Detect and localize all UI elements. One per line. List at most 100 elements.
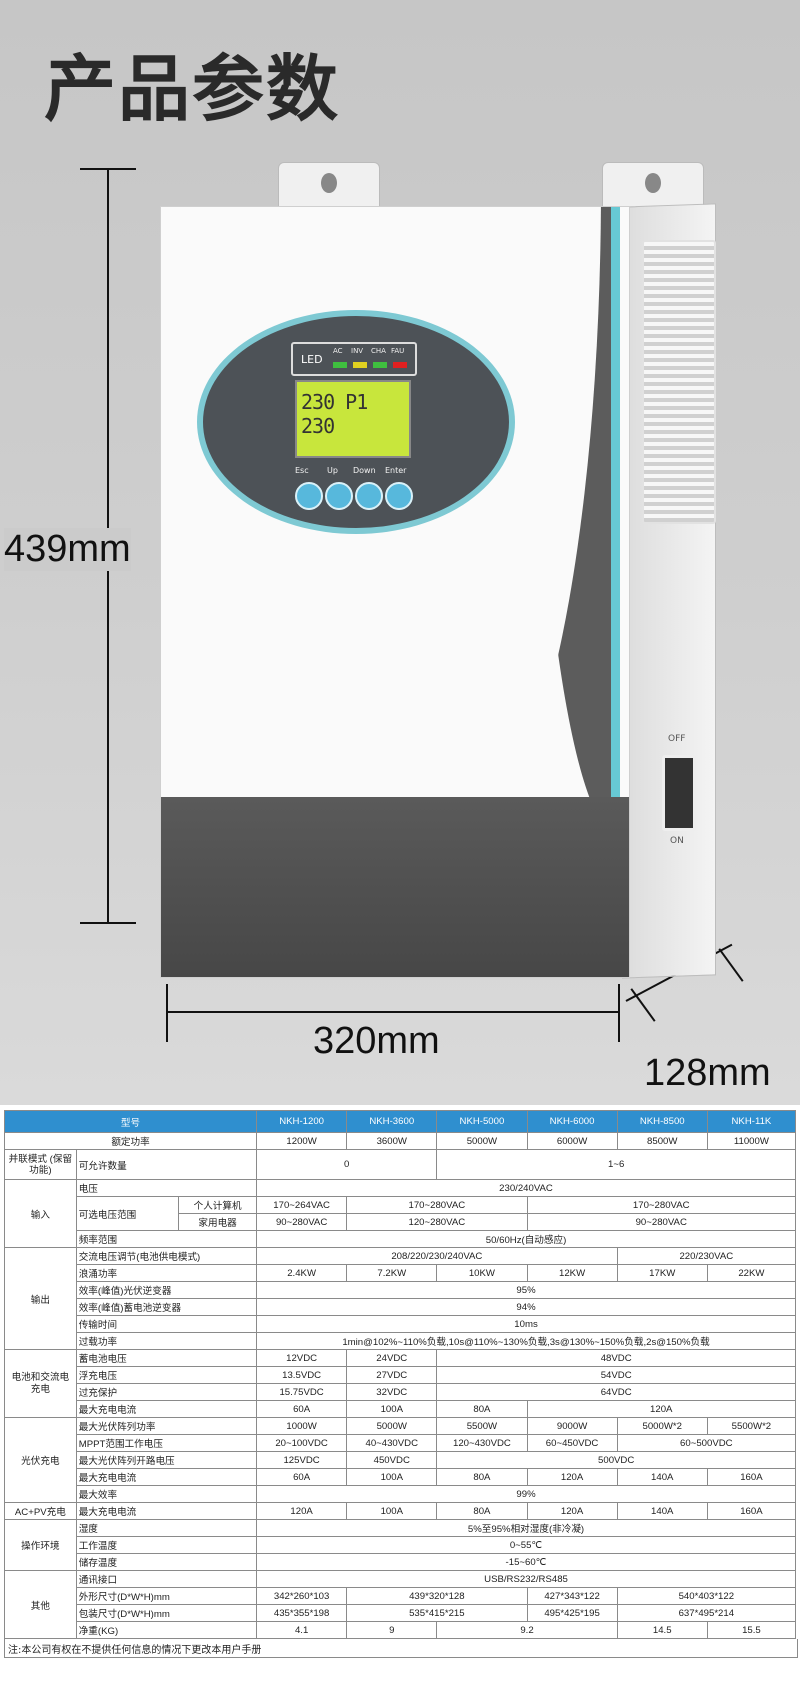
cell: 14.5 (616, 1621, 708, 1639)
cell: 50/60Hz(自动感应) (256, 1230, 796, 1248)
enter-button[interactable] (385, 482, 413, 510)
cell: 140A (616, 1468, 708, 1486)
cell: 439*320*128 (346, 1587, 528, 1605)
down-button[interactable] (355, 482, 383, 510)
cell: 120A (256, 1502, 348, 1520)
row-label: 电压 (75, 1179, 258, 1197)
row-label: 过充保护 (75, 1383, 258, 1401)
enter-label: Enter (385, 466, 407, 475)
cell: 90~280VAC (526, 1213, 796, 1231)
row-label: 工作温度 (75, 1536, 258, 1554)
cell: 540*403*122 (616, 1587, 797, 1605)
table-row: 包装尺寸(D*W*H)mm 435*355*198 535*415*215 49… (5, 1604, 797, 1622)
row-label: 最大充电电流 (75, 1400, 258, 1418)
header-col: NKH-8500 (616, 1110, 708, 1133)
width-label: 320mm (313, 1020, 440, 1062)
group-label: AC+PV充电 (4, 1502, 77, 1520)
cell: 15.75VDC (256, 1383, 348, 1401)
table-row: 其他 通讯接口 USB/RS232/RS485 (4, 1570, 796, 1639)
cell: 100A (346, 1502, 438, 1520)
cell: 1200W (256, 1132, 348, 1150)
row-label: 过载功率 (75, 1332, 258, 1350)
row-label: 湿度 (75, 1519, 258, 1537)
row-label: 交流电压调节(电池供电模式) (75, 1247, 258, 1265)
row-label: 浪涌功率 (75, 1264, 258, 1282)
table-row: AC+PV充电 最大充电电流 120A 100A 80A 120A 140A 1… (4, 1502, 797, 1520)
cell: 5000W (346, 1417, 438, 1435)
cell: 5500W*2 (706, 1417, 797, 1435)
table-row: 效率(峰值)光伏逆变器 95% (5, 1281, 796, 1299)
width-dimension-line (166, 1011, 620, 1013)
control-panel: LED AC INV CHA FAU 230 P1 230 Esc Up Dow… (197, 310, 515, 534)
sub-label: 家用电器 (178, 1213, 258, 1231)
up-button[interactable] (325, 482, 353, 510)
row-label: 最大充电电流 (75, 1468, 258, 1486)
table-row: 储存温度 -15~60℃ (5, 1553, 796, 1571)
row-label: MPPT范围工作电压 (75, 1434, 258, 1452)
led-fau-indicator (393, 362, 407, 368)
row-label: 蓄电池电压 (75, 1349, 258, 1367)
cell: 2.4KW (256, 1264, 348, 1282)
table-row: 电池和交流电充电 蓄电池电压 12VDC 24VDC 48VDC (4, 1349, 796, 1418)
row-label: 通讯接口 (75, 1570, 258, 1588)
row-label: 效率(峰值)光伏逆变器 (75, 1281, 258, 1299)
cell: 342*260*103 (256, 1587, 348, 1605)
cell: 120A (526, 1468, 618, 1486)
led-cha-indicator (373, 362, 387, 368)
led-fau-label: FAU (391, 347, 405, 355)
header-col: NKH-1200 (256, 1110, 348, 1133)
table-row: 效率(峰值)蓄电池逆变器 94% (5, 1298, 796, 1316)
led-ac-indicator (333, 362, 347, 368)
cell: 22KW (706, 1264, 797, 1282)
cell: 8500W (616, 1132, 708, 1150)
cell: 120A (526, 1400, 796, 1418)
table-row: 输入 电压 230/240VAC (4, 1179, 796, 1248)
cell: 120~280VAC (346, 1213, 528, 1231)
cell: 500VDC (436, 1451, 796, 1469)
cell: 1~6 (436, 1149, 796, 1180)
table-row: 光伏充电 最大光伏阵列功率 1000W 5000W 5500W 9000W 50… (4, 1417, 797, 1503)
table-row: 浪涌功率 2.4KW 7.2KW 10KW 12KW 17KW 22KW (5, 1264, 797, 1282)
cell: 40~430VDC (346, 1434, 438, 1452)
cell: 125VDC (256, 1451, 348, 1469)
spec-table: 型号 NKH-1200 NKH-3600 NKH-5000 NKH-6000 N… (3, 1110, 797, 1639)
table-row: 额定功率 1200W 3600W 5000W 6000W 8500W 11000… (3, 1132, 797, 1150)
cell: 12VDC (256, 1349, 348, 1367)
row-label: 额定功率 (3, 1132, 258, 1150)
cell: 94% (256, 1298, 796, 1316)
cell: 48VDC (436, 1349, 796, 1367)
table-row: 工作温度 0~55℃ (5, 1536, 796, 1554)
row-label: 净重(KG) (75, 1621, 258, 1639)
table-row: 家用电器 90~280VAC 120~280VAC 90~280VAC (5, 1213, 796, 1231)
depth-dimension-tick-b (718, 948, 744, 982)
cell: 10KW (436, 1264, 528, 1282)
cell: 9 (346, 1621, 438, 1639)
cell: 1min@102%~110%负载,10s@110%~130%负载,3s@130%… (256, 1332, 796, 1350)
group-label: 电池和交流电充电 (4, 1349, 77, 1418)
group-label: 操作环境 (4, 1519, 77, 1571)
row-label: 外形尺寸(D*W*H)mm (75, 1587, 258, 1605)
device-base (161, 797, 629, 977)
cell: 495*425*195 (526, 1604, 618, 1622)
up-label: Up (327, 466, 338, 475)
cell: 95% (256, 1281, 796, 1299)
cell: 160A (706, 1502, 797, 1520)
cell: 450VDC (346, 1451, 438, 1469)
cell: 5%至95%相对湿度(非冷凝) (256, 1519, 796, 1537)
led-inv-indicator (353, 362, 367, 368)
mount-bracket-left (278, 162, 380, 208)
cell: USB/RS232/RS485 (256, 1570, 796, 1588)
cell: 6000W (526, 1132, 618, 1150)
table-row: 最大光伏阵列开路电压 125VDC 450VDC 500VDC (5, 1451, 796, 1469)
row-label: 频率范围 (75, 1230, 258, 1248)
esc-button[interactable] (295, 482, 323, 510)
lcd-display: 230 P1 230 (295, 380, 411, 458)
cell: 9.2 (436, 1621, 618, 1639)
cell: 15.5 (706, 1621, 797, 1639)
power-switch[interactable] (662, 755, 696, 831)
cell: 5000W (436, 1132, 528, 1150)
cell: 5500W (436, 1417, 528, 1435)
group-label: 输入 (4, 1179, 77, 1248)
table-row: 浮充电压 13.5VDC 27VDC 54VDC (5, 1366, 796, 1384)
cell: 0 (256, 1149, 438, 1180)
